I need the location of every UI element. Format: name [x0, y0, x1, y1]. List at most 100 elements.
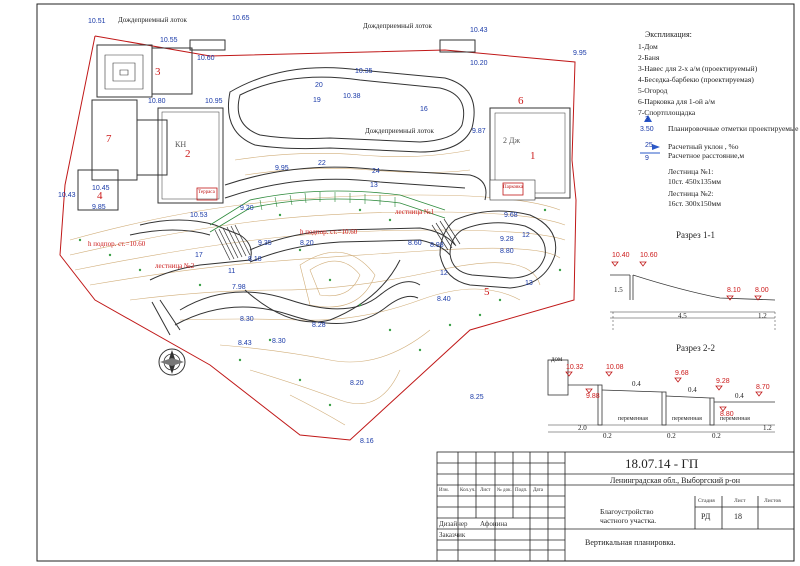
- building-tag: Терраса: [198, 190, 215, 195]
- stamp-col: Дата: [533, 488, 543, 493]
- building-number: 7: [106, 133, 112, 145]
- gutter-label: Дождеприемный лоток: [365, 127, 434, 135]
- building-4-gazebo: [77, 169, 119, 211]
- building-parking: [151, 47, 193, 95]
- slope-value: 22: [318, 160, 326, 167]
- legend-elev-slope: 3: [645, 116, 649, 123]
- section-dim: 4.5: [678, 312, 687, 320]
- slope-value: 17: [195, 252, 203, 259]
- explication-item: 2-Баня: [638, 53, 660, 62]
- vegetation-markers: [78, 208, 562, 407]
- elevation-mark: 9.35: [258, 240, 272, 247]
- elevation-mark: 10.38: [343, 93, 361, 100]
- stamp-designer-role: Дизайнер: [439, 520, 468, 528]
- elevation-mark: 7.98: [232, 284, 246, 291]
- elevation-mark: 8.20: [300, 240, 314, 247]
- legend-slope-desc-1: Расчетный уклон , %о: [668, 142, 739, 151]
- elevation-mark: 8.30: [272, 338, 286, 345]
- elevation-mark: 8.80: [500, 248, 514, 255]
- retaining-wall-height: h подпор. ст.=10.60: [300, 228, 358, 236]
- stair-2-label: лестница №2: [155, 262, 195, 270]
- elevation-mark: 8.28: [312, 322, 326, 329]
- stage-value: РД: [701, 512, 711, 521]
- retaining-wall-height: h подпор. ст.=10.60: [88, 240, 146, 248]
- drawing-location: Ленинградская обл., Выборгский р-он: [610, 476, 741, 485]
- project-title-2: частного участка.: [600, 516, 657, 525]
- stage-header: Стадия: [698, 498, 715, 504]
- section-1-1-title: Разрез 1-1: [676, 230, 715, 240]
- sheet-value: 18: [734, 512, 742, 521]
- section-dim: 1.5: [614, 286, 623, 294]
- legend-stair1-spec: 10ст. 450х135мм: [668, 177, 722, 186]
- explication-item: 3-Навес для 2-х а/м (проектируемый): [638, 64, 758, 73]
- section-dim: 0.4: [688, 386, 697, 394]
- section-1-1-drawing: [610, 274, 776, 330]
- section-elev: 8.10: [727, 287, 741, 294]
- elevation-mark: 9.95: [275, 165, 289, 172]
- explication-item: 4-Беседка-барбекю (проектируемая): [638, 75, 754, 84]
- elevation-mark: 8.18: [248, 256, 262, 263]
- elevation-mark: 10.43: [58, 192, 76, 199]
- section-elev: 8.00: [755, 287, 769, 294]
- stair-1-label: лестница №1: [395, 208, 435, 216]
- elevation-mark: 10.80: [148, 98, 166, 105]
- elevation-mark: 10.35: [355, 68, 373, 75]
- stamp-col: № док.: [497, 488, 512, 493]
- bath-abbr: КН: [175, 140, 187, 149]
- elevation-mark: 8.60: [408, 240, 422, 247]
- section-elev: 10.08: [606, 364, 624, 371]
- section-elev: 8.80: [720, 411, 734, 418]
- gutter-label: Дождеприемный лоток: [363, 22, 432, 30]
- building-number: 3: [155, 66, 161, 78]
- slope-value: 12: [522, 232, 530, 239]
- elevation-mark: 9.85: [92, 204, 106, 211]
- gutter-left: [189, 39, 226, 51]
- elevation-mark: 9.28: [500, 236, 514, 243]
- section-dim: 2.0: [578, 424, 587, 432]
- section-elev: 10.40: [612, 252, 630, 259]
- section-dim: 0.2: [603, 432, 612, 440]
- explication-title: Экспликация:: [645, 30, 692, 39]
- elevation-mark: 8.16: [360, 438, 374, 445]
- sheets-header: Листов: [764, 498, 781, 504]
- stamp-designer-name: Афонина: [480, 520, 508, 528]
- elevation-mark: 10.65: [232, 15, 250, 22]
- stamp-col: Изм.: [439, 488, 449, 493]
- title-block-grid: [436, 451, 795, 562]
- stamp-col: Лист: [480, 488, 491, 493]
- section-elev: 10.32: [566, 364, 584, 371]
- building-tag: Парковка: [503, 185, 523, 190]
- building-7-sport: [91, 99, 138, 181]
- section-2-2-title: Разрез 2-2: [676, 343, 715, 353]
- section-dim: 0.4: [735, 392, 744, 400]
- legend-symbols: [640, 115, 660, 154]
- house-abbr: 2 Дж: [503, 136, 520, 145]
- slope-value: 20: [315, 82, 323, 89]
- elevation-mark: 10.60: [197, 55, 215, 62]
- stamp-col: Подп.: [515, 488, 528, 493]
- buildings: [77, 39, 571, 211]
- explication-item: 1-Дом: [638, 42, 658, 51]
- gutter-label: Дождеприемный лоток: [118, 16, 187, 24]
- section-dim: 1.2: [758, 312, 767, 320]
- elevation-mark: 8.98: [430, 242, 444, 249]
- elevation-mark: 10.51: [88, 18, 106, 25]
- legend-elev-desc: Планировочные отметки проектируемые: [668, 124, 799, 133]
- section-fill: переменная: [672, 416, 702, 422]
- section-2-2-markers: [565, 371, 763, 412]
- building-number: 2: [185, 148, 191, 160]
- slope-value: 16: [420, 106, 428, 113]
- elevation-mark: 10.43: [470, 27, 488, 34]
- elevation-mark: 9.68: [504, 212, 518, 219]
- legend-stair2-title: Лестница №2:: [668, 189, 714, 198]
- stamp-col: Кол.уч.: [460, 488, 476, 493]
- elevation-mark: 8.25: [470, 394, 484, 401]
- section-elev: 9.28: [716, 378, 730, 385]
- elevation-mark: 9.87: [472, 128, 486, 135]
- slope-value: 13: [370, 182, 378, 189]
- elevation-mark: 10.95: [205, 98, 223, 105]
- legend-slope-den: 9: [645, 155, 649, 162]
- slope-value: 12: [440, 270, 448, 277]
- stairs-and-walls: [209, 190, 446, 233]
- building-annex: [136, 119, 168, 176]
